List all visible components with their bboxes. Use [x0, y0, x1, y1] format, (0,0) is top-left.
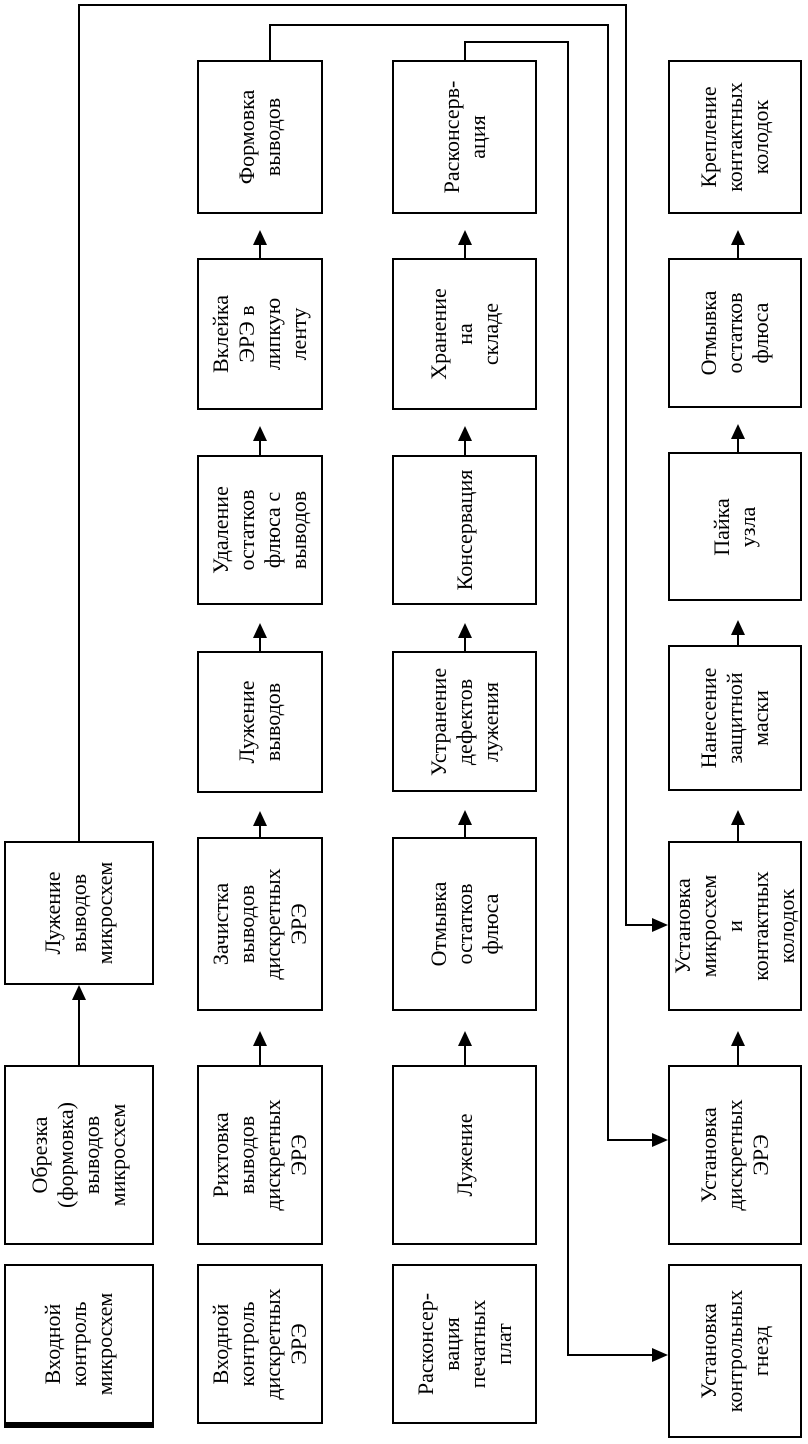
block-col3-defect-fixing: Устранение дефектов лужения: [392, 651, 537, 792]
block-label: Крепление контактных колодок: [696, 82, 773, 192]
block-col2-flux-removal: Удаление остатков флюса с выводов: [197, 455, 323, 605]
block-col1-tinning-leads: Лужение выводов микросхем: [4, 841, 154, 985]
block-col2-lead-forming: Формовка выводов: [197, 60, 323, 214]
block-col2-stripping: Зачистка выводов дискретных ЭРЭ: [197, 837, 323, 1011]
block-label: Зачистка выводов дискретных ЭРЭ: [208, 868, 311, 980]
block-col2-tinning: Лужение выводов: [197, 651, 323, 793]
block-label: Рихтовка выводов дискретных ЭРЭ: [208, 1099, 311, 1211]
block-label: Лужение: [451, 1113, 477, 1197]
block-label: Удаление остатков флюса с выводов: [208, 486, 311, 574]
block-col3-tinning: Лужение: [392, 1065, 537, 1245]
block-col4-microchip-install: Установка микросхем и контактных колодок: [668, 841, 802, 1011]
block-label: Хранение на складе: [425, 288, 503, 380]
block-col3-pcb-deconservation: Расконсер- вация печатных плат: [392, 1264, 537, 1424]
block-label: Расконсерв- ация: [438, 80, 490, 194]
block-label: Установка микросхем и контактных колодок: [670, 871, 799, 981]
block-col3-flux-washing: Отмывка остатков флюса: [392, 837, 537, 1011]
block-col4-block-fastening: Крепление контактных колодок: [668, 60, 802, 214]
block-col3-conservation: Консервация: [392, 455, 537, 605]
block-col4-flux-washing: Отмывка остатков флюса: [668, 258, 802, 408]
block-col4-test-sockets: Установка контрольных гнезд: [668, 1264, 802, 1438]
block-label: Отмывка остатков флюса: [425, 881, 503, 967]
block-label: Входной контроль микросхем: [40, 1292, 117, 1396]
block-col4-soldering: Пайка узла: [668, 452, 802, 601]
block-col3-warehouse-storage: Хранение на складе: [392, 258, 537, 410]
block-label: Отмывка остатков флюса: [696, 290, 773, 376]
block-label: Лужение выводов микросхем: [40, 861, 117, 965]
block-label: Входной контроль дискретных ЭРЭ: [208, 1288, 311, 1400]
block-col1-trimming-leads: Обрезка (формовка) выводов микросхем: [4, 1065, 154, 1245]
block-incoming-control-microchips: [4, 1424, 154, 1428]
block-label: Нанесение защитной маски: [696, 667, 773, 769]
block-label: Расконсер- вация печатных плат: [412, 1292, 516, 1396]
block-col2-incoming-control: Входной контроль дискретных ЭРЭ: [197, 1264, 323, 1424]
block-label: Устранение дефектов лужения: [425, 667, 503, 776]
block-col4-protective-mask: Нанесение защитной маски: [668, 645, 802, 791]
block-label: Установка дискретных ЭРЭ: [696, 1099, 773, 1211]
block-label: Пайка узла: [709, 497, 760, 556]
block-label: Лужение выводов: [234, 680, 285, 764]
block-label: Обрезка (формовка) выводов микросхем: [27, 1101, 130, 1209]
block-label: Консервация: [451, 469, 477, 591]
block-col4-discrete-install: Установка дискретных ЭРЭ: [668, 1065, 802, 1245]
block-col2-tape-gluing: Вклейка ЭРЭ в липкую ленту: [197, 258, 323, 410]
block-col3-deconservation: Расконсерв- ация: [392, 60, 537, 214]
block-label: Установка контрольных гнезд: [696, 1289, 773, 1413]
block-col1-incoming-control: Входной контроль микросхем: [4, 1264, 154, 1424]
block-label: Вклейка ЭРЭ в липкую ленту: [208, 295, 311, 373]
block-col2-straightening: Рихтовка выводов дискретных ЭРЭ: [197, 1065, 323, 1245]
block-label: Формовка выводов: [234, 89, 285, 185]
